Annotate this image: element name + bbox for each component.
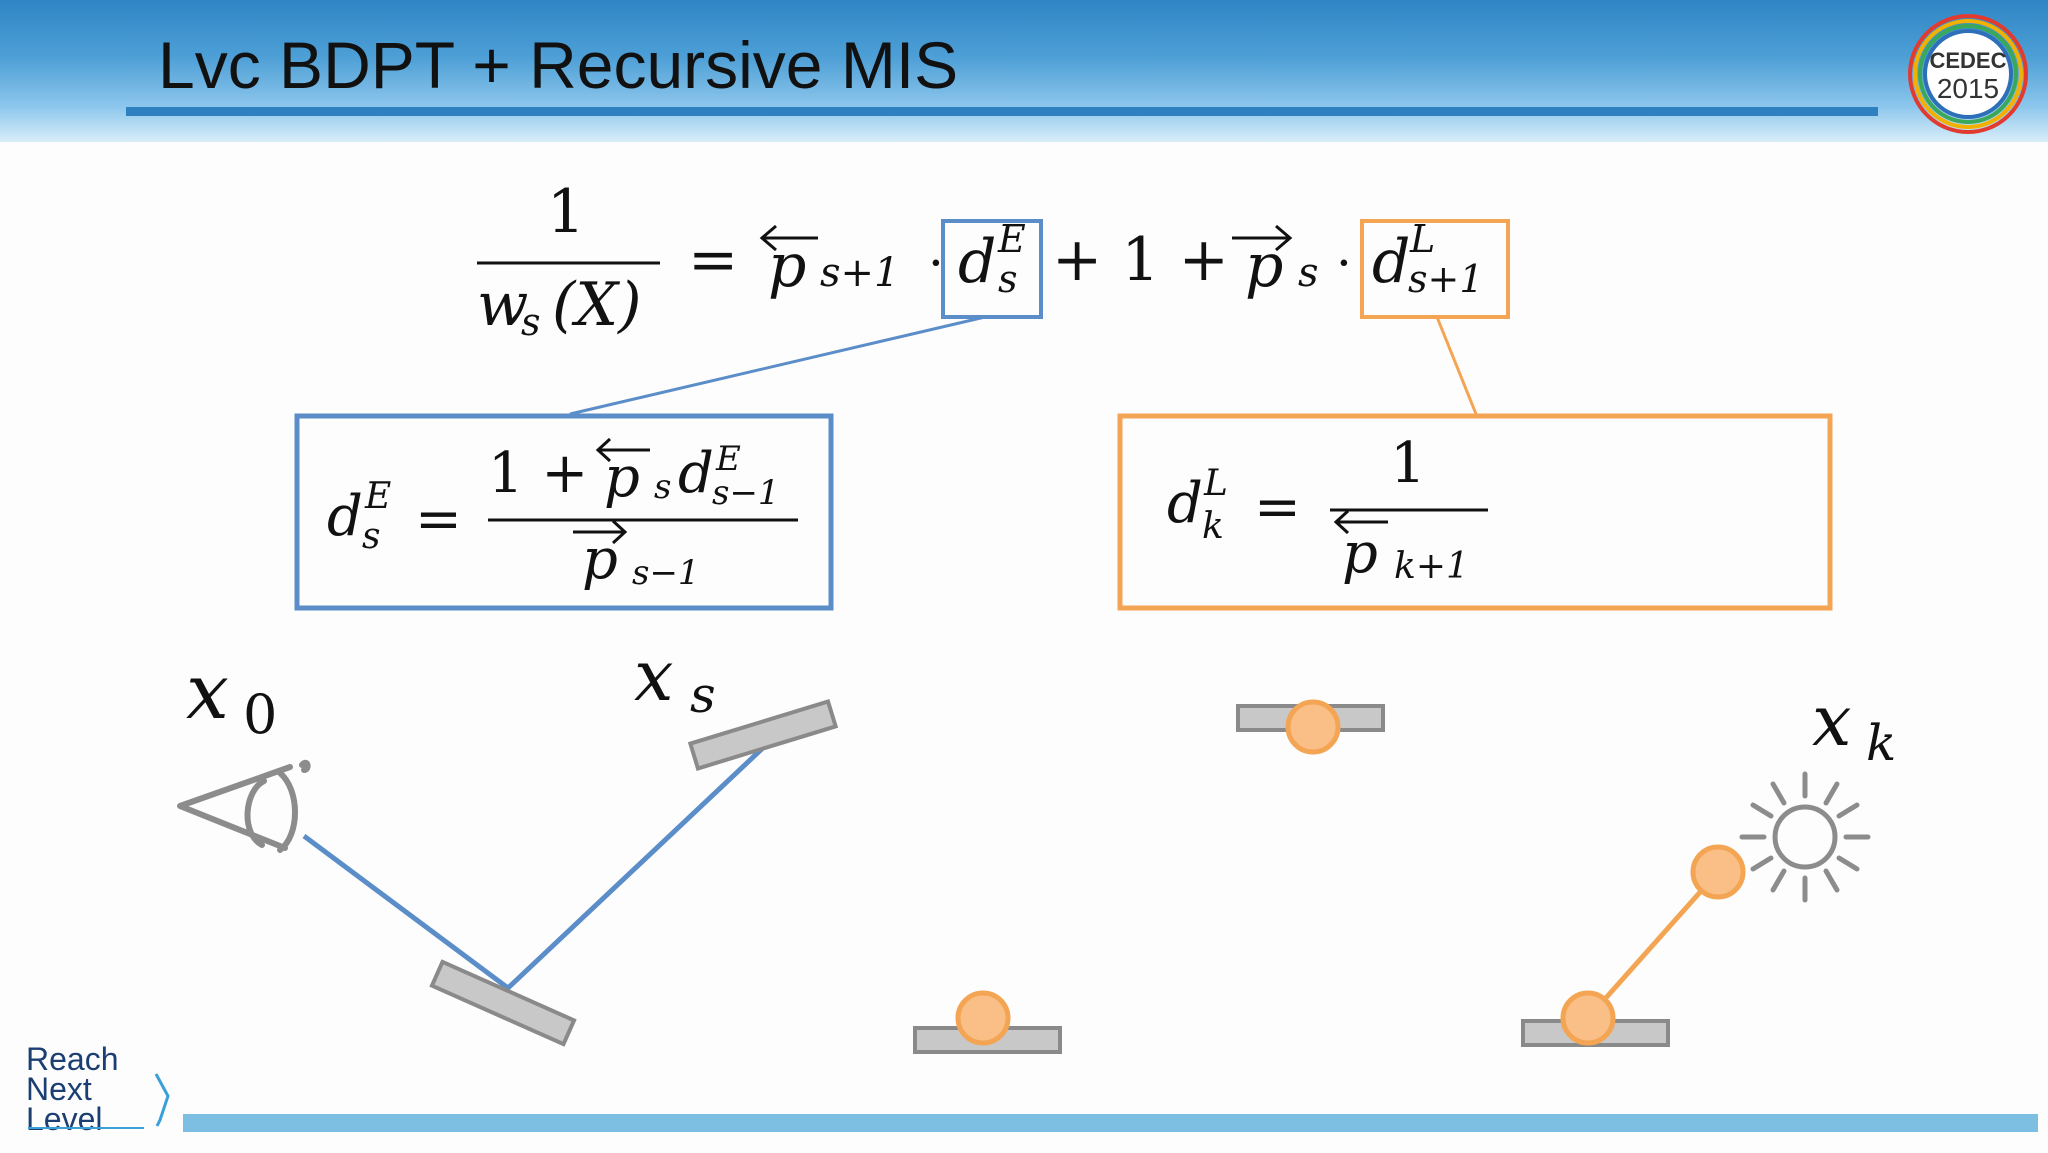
dE-left-arrow [595,437,650,463]
main-dot-1: · [928,234,944,292]
vertex-light-bottom [1560,990,1616,1046]
slide-header: Lvc BDPT + Recursive MIS CEDEC 2015 [0,0,2048,142]
reach-next-level-logo: Reach Next Level [26,1041,170,1137]
header-underline [126,107,1878,116]
dE-right-arrow [573,519,628,545]
label-xs: x [634,635,673,717]
main-dL-sub: s+1 [1408,257,1484,301]
main-numerator: 1 [547,177,585,247]
label-xk: x [1812,680,1851,762]
main-d-1: d [958,227,996,297]
main-p-2: p [1245,231,1283,301]
dE-sup: E [364,476,391,517]
main-dot-2: · [1336,234,1352,292]
eye-icon [177,759,311,853]
light-path [1586,870,1720,1020]
dE-d: d [327,484,363,549]
dL-p-sub: k+1 [1394,546,1469,587]
vertex-mid-bottom [955,990,1011,1046]
vertex-light-near [1690,844,1746,900]
dE-equals: = [415,487,462,552]
connector-orange [1435,316,1478,415]
logo-text-year: 2015 [1937,73,1999,104]
main-p1-sub: s+1 [820,250,900,296]
dE-d-num-sub: s−1 [712,473,780,513]
dL-p: p [1342,521,1378,586]
label-xk-sub: k [1866,714,1896,772]
dL-sup: L [1203,463,1228,504]
main-denominator-X: (X) [552,270,642,340]
main-dL-box [1360,219,1510,319]
rnl-line-reach: Reach [26,1041,119,1077]
surface-xs [687,699,839,771]
main-p2-sub: s [1298,250,1319,296]
dE-d-num: d [678,441,714,506]
main-denominator-w: w [477,270,528,340]
dE-p-num: p [604,445,640,510]
dE-num-lead: 1 + [488,441,588,506]
dL-equals: = [1254,475,1301,540]
main-equals: = [688,225,738,295]
dL-d: d [1167,471,1203,536]
vertex-mid-top [1285,699,1341,755]
dE-p-num-sub: s [654,467,671,507]
main-dL-sup: L [1409,217,1435,261]
dE-sub: s [362,516,380,557]
dL-one: 1 [1390,431,1426,496]
slide-title: Lvc BDPT + Recursive MIS [158,28,959,102]
main-p-1: p [768,231,806,301]
label-x0: x [186,647,229,736]
footer-bar [183,1114,2038,1132]
main-right-arrow [1232,224,1293,252]
dE-p-den-sub: s−1 [632,553,700,593]
camera-path [302,743,768,992]
dL-left-arrow [1333,509,1388,535]
dE-p-den: p [582,527,618,592]
main-plus-one-plus: + 1 + [1052,225,1229,295]
main-dsE-sup: E [997,217,1026,261]
dE-d-num-sup: E [715,439,741,479]
main-equation: 1 w s (X) = p s+1 · d E s + 1 + p s · d … [477,177,1510,344]
main-denominator-s: s [521,300,541,344]
main-left-arrow-1 [759,224,818,252]
dL-box: d L k = 1 p k+1 [1117,413,1833,611]
rnl-line-level: Level [26,1101,103,1137]
surface-x1 [429,959,577,1047]
rnl-line-next: Next [26,1071,92,1107]
label-x0-sub: 0 [243,683,277,746]
label-xs-sub: s [690,666,716,724]
main-dsE-sub: s [998,257,1018,301]
sun-icon [1739,771,1871,903]
logo-text-cedec: CEDEC [1929,48,2006,73]
main-d-2: d [1372,227,1410,297]
main-dsE-box [941,219,1043,319]
connector-blue [569,315,986,416]
dE-recursion-box: d E s = 1 + p s d E s−1 p s−1 [294,413,834,611]
dL-sub: k [1202,506,1224,547]
cedec-logo: CEDEC 2015 [1908,14,2028,134]
